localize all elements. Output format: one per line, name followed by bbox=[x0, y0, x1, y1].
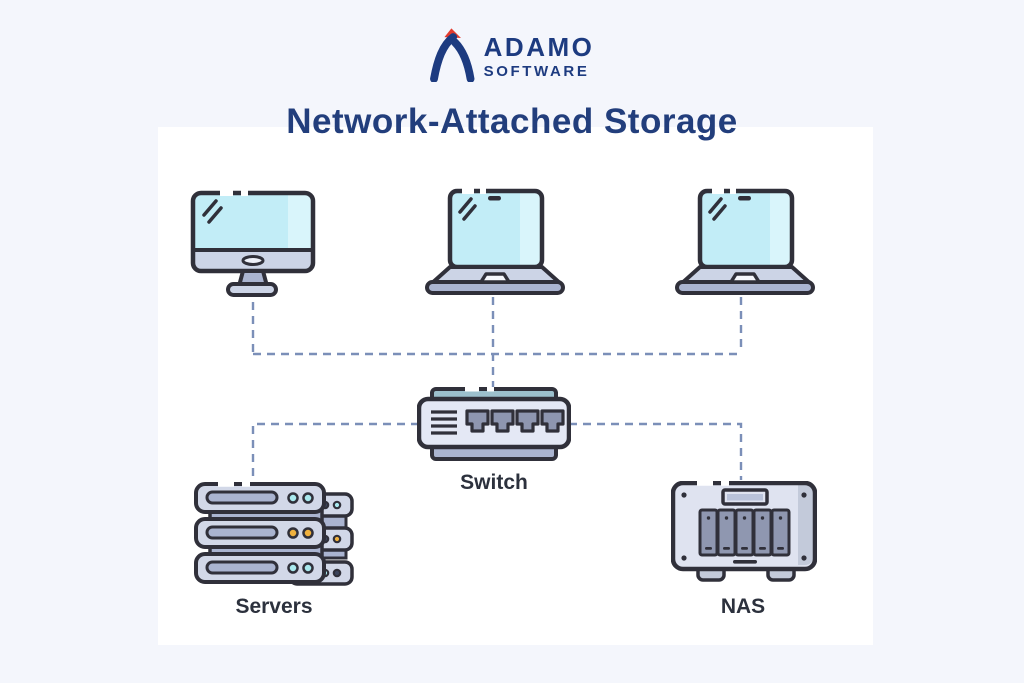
servers-label: Servers bbox=[235, 595, 313, 618]
servers-icon bbox=[190, 482, 358, 588]
nas-icon bbox=[671, 481, 817, 585]
connector-switch-to-servers bbox=[251, 422, 419, 481]
logo: ADAMO SOFTWARE bbox=[430, 27, 595, 82]
page-title: Network-Attached Storage bbox=[286, 102, 738, 141]
connector-switch-to-nas bbox=[569, 422, 743, 480]
nas-label: NAS bbox=[720, 595, 766, 618]
laptop-2-icon bbox=[672, 188, 818, 298]
desktop-computer-icon bbox=[190, 190, 316, 300]
brand-name: ADAMO bbox=[483, 32, 595, 62]
adamo-logo-icon bbox=[430, 28, 475, 82]
logo-text: ADAMO SOFTWARE bbox=[484, 34, 595, 79]
laptop-1-icon bbox=[422, 188, 568, 298]
switch-icon bbox=[417, 387, 571, 465]
brand-subtitle: SOFTWARE bbox=[483, 63, 590, 80]
switch-label: Switch bbox=[460, 471, 528, 494]
